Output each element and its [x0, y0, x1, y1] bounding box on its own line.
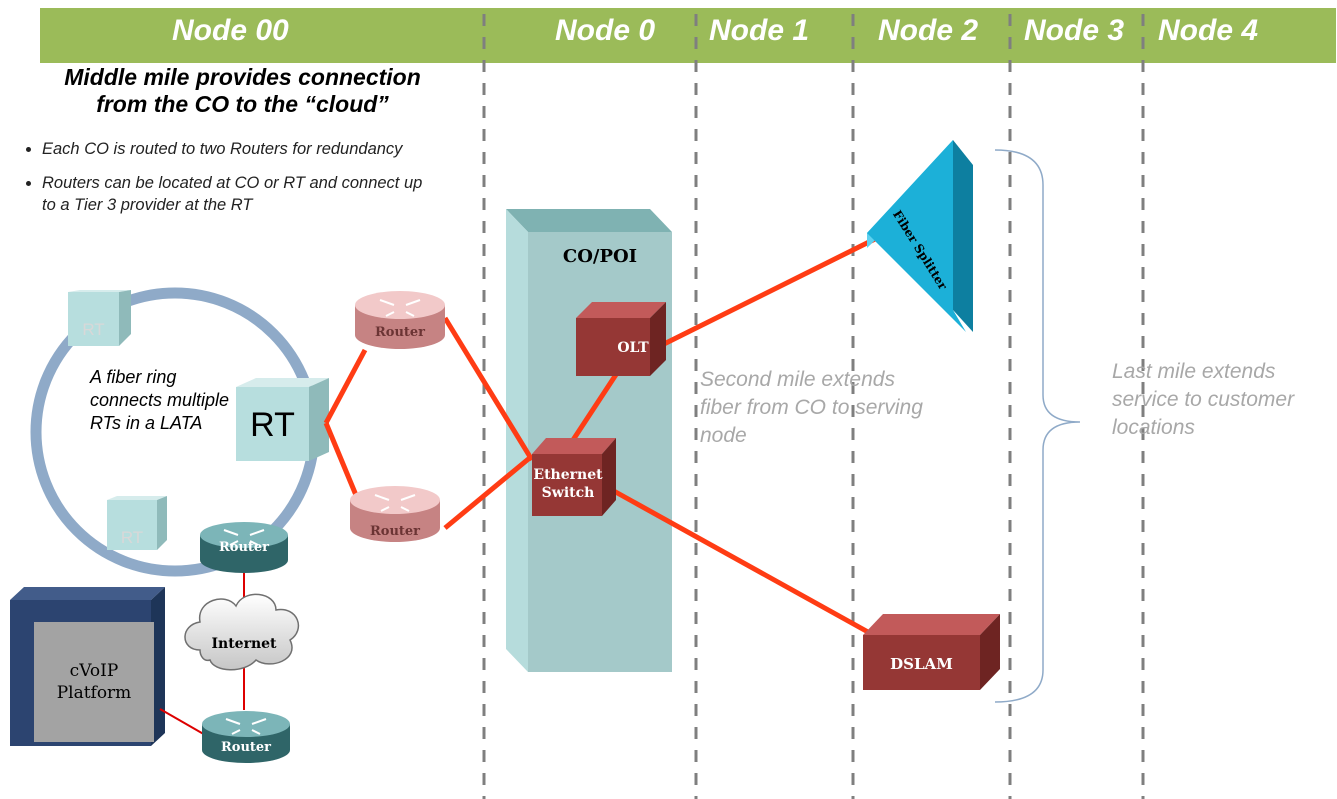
rt-main-label: RT: [250, 406, 295, 444]
middle-mile-title-line1: Middle mile provides connection: [64, 64, 421, 90]
co-poi-label: CO/POI: [562, 246, 638, 267]
middle-mile-bullets: Each CO is routed to two Routers for red…: [22, 138, 437, 228]
router-lower-teal-label: Router: [220, 740, 272, 755]
internet-cloud: [184, 593, 300, 671]
ethernet-switch-label: Ethernet Switch: [533, 467, 603, 501]
header-band: [40, 8, 1336, 63]
bullet-item: Each CO is routed to two Routers for red…: [42, 138, 437, 160]
link-router-top-switch: [442, 316, 535, 462]
router-top-label: Router: [374, 325, 426, 340]
ethernet-switch-device: [532, 438, 616, 516]
router-top-pink: [355, 291, 445, 349]
router-bottom-label: Router: [369, 524, 421, 539]
rt-box-main: [236, 378, 329, 461]
link-switch-olt: [570, 368, 622, 442]
header-node-2: Node 2: [878, 14, 979, 47]
link-router-bottom-switch: [443, 454, 534, 530]
header-node-1: Node 1: [709, 14, 810, 47]
dslam-label: DSLAM: [890, 655, 953, 673]
header-node-0: Node 0: [555, 14, 656, 47]
router-upper-teal: [200, 522, 288, 573]
fiber-links: [323, 235, 879, 635]
cvoip-label: cVoIP Platform: [56, 661, 132, 703]
internet-label: Internet: [211, 636, 277, 652]
header-node-3: Node 3: [1024, 14, 1125, 47]
node-dividers: [482, 14, 1145, 799]
olt-label: OLT: [617, 340, 649, 356]
rt-top-label: RT: [82, 320, 105, 339]
middle-mile-title-line2: from the CO to the “cloud”: [96, 91, 389, 117]
router-bottom-pink: [350, 486, 440, 542]
header-node-4: Node 4: [1158, 14, 1259, 47]
middle-mile-title: Middle mile provides connection from the…: [20, 64, 465, 118]
rt-bottom-label: RT: [120, 528, 144, 547]
router-upper-teal-label: Router: [218, 540, 270, 555]
second-mile-note: Second mile extends fiber from CO to ser…: [700, 368, 923, 447]
link-rt-router-bottom: [323, 422, 361, 501]
olt-device: [576, 302, 666, 376]
router-lower-teal: [202, 711, 290, 763]
rt-box-top: [68, 290, 131, 346]
last-mile-brace: [994, 149, 1081, 703]
fiber-ring-note: A fiber ring connects multiple RTs in a …: [90, 367, 230, 433]
dslam-device: [863, 614, 1000, 690]
cvoip-box: [10, 587, 165, 746]
link-olt-splitter: [660, 235, 879, 348]
link-rt-router-top: [323, 348, 368, 425]
last-mile-note: Last mile extends service to customer lo…: [1112, 360, 1295, 439]
rt-box-bottom: [107, 496, 167, 550]
fiber-splitter-device: [867, 140, 973, 332]
bullet-item: Routers can be located at CO or RT and c…: [42, 172, 437, 216]
header-node-00: Node 00: [172, 14, 289, 47]
link-switch-dslam: [610, 487, 870, 635]
